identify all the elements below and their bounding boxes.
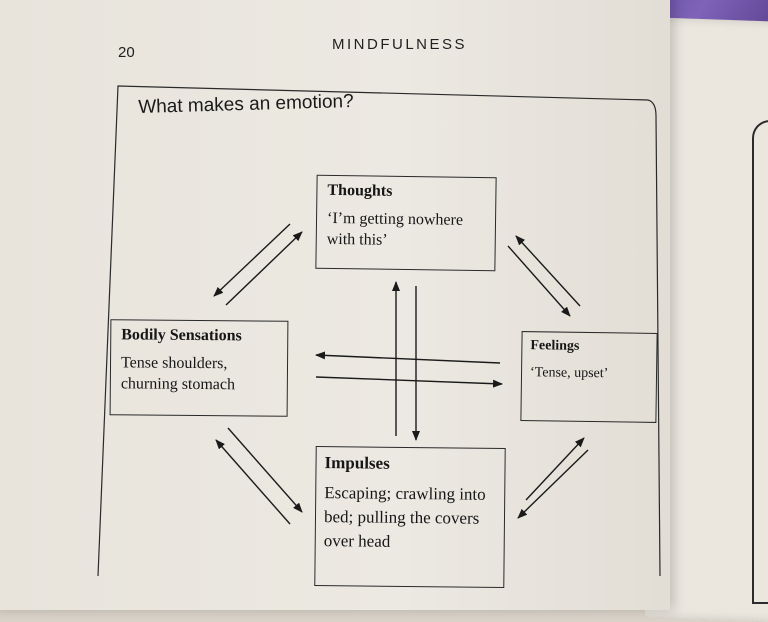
node-title: Impulses [324, 453, 390, 473]
arrow-feelings-to-thoughts [515, 235, 581, 307]
node-bodily-sensations: Bodily Sensations Tense shoulders, churn… [109, 319, 289, 417]
page-number: 20 [118, 44, 135, 61]
node-body: ‘I’m getting nowhere with this’ [326, 209, 464, 249]
book-page [0, 0, 670, 610]
node-body: Escaping; crawling into bed; pulling the… [323, 483, 486, 551]
arrow-bodily-to-feelings [315, 376, 503, 388]
node-impulses: Impulses Escaping; crawling into bed; pu… [314, 446, 506, 588]
node-feelings: Feelings ‘Tense, upset’ [520, 331, 658, 423]
node-title: Feelings [530, 338, 580, 354]
diagram-svg [97, 85, 661, 576]
node-body: ‘Tense, upset’ [529, 365, 609, 382]
running-head: MINDFULNESS [332, 36, 468, 53]
arrow-feelings-to-bodily [315, 351, 501, 364]
node-thoughts: Thoughts ‘I’m getting nowhere with this’ [315, 174, 497, 272]
node-title: Thoughts [327, 181, 393, 200]
arrow-bodily-to-impulses [227, 427, 303, 513]
diagram-frame [97, 85, 661, 576]
arrow-thoughts-to-bodily [213, 223, 291, 297]
arrow-bodily-to-thoughts [225, 231, 303, 306]
arrow-thoughts-to-feelings [507, 245, 571, 317]
arrow-impulses-to-bodily [215, 439, 291, 525]
arrow-feelings-to-impulses [517, 449, 589, 519]
arrow-impulses-to-feelings [525, 437, 585, 501]
node-title: Bodily Sensations [121, 326, 242, 345]
node-body: Tense shoulders, churning stomach [120, 354, 236, 394]
